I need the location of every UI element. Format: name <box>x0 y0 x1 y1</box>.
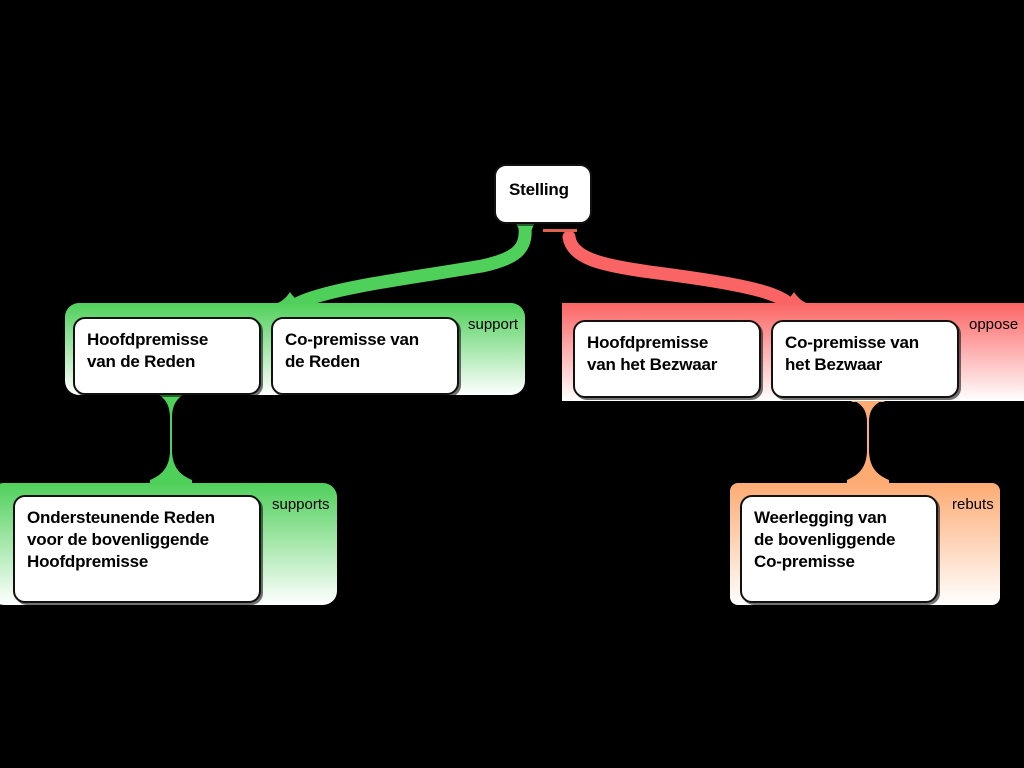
node-hoofdpremisse-bezwaar[interactable]: Hoofdpremisse van het Bezwaar <box>573 320 761 398</box>
connector-oppose-flare <box>776 292 812 304</box>
node-hoofdpremisse-bezwaar-label: Hoofdpremisse van het Bezwaar <box>587 333 718 374</box>
node-ondersteunende-reden[interactable]: Ondersteunende Reden voor de bovenliggen… <box>13 495 261 603</box>
connector-oppose-to-rebuts <box>847 401 889 487</box>
connector-stelling-to-oppose-body <box>562 230 801 319</box>
node-stelling[interactable]: Stelling <box>494 164 592 224</box>
node-ondersteunende-reden-label: Ondersteunende Reden voor de bovenliggen… <box>27 508 215 571</box>
node-stelling-label: Stelling <box>509 180 569 199</box>
node-weerlegging-co-premisse[interactable]: Weerlegging van de bovenliggende Co-prem… <box>740 495 938 603</box>
node-co-premisse-bezwaar[interactable]: Co-premisse van het Bezwaar <box>771 320 959 398</box>
node-hoofdpremisse-reden-label: Hoofdpremisse van de Reden <box>87 330 209 371</box>
connector-stelling-to-support-body <box>281 221 532 319</box>
group-label-support: support <box>468 316 519 333</box>
connector-support-flare <box>272 292 308 304</box>
connector-support-to-supports <box>150 394 192 487</box>
node-hoofdpremisse-reden[interactable]: Hoofdpremisse van de Reden <box>73 317 261 395</box>
node-co-premisse-bezwaar-label: Co-premisse van het Bezwaar <box>785 333 919 374</box>
group-label-rebuts: rebuts <box>952 496 994 513</box>
node-weerlegging-co-premisse-label: Weerlegging van de bovenliggende Co-prem… <box>754 508 896 571</box>
node-co-premisse-reden[interactable]: Co-premisse van de Reden <box>271 317 459 395</box>
group-label-supports: supports <box>272 496 330 513</box>
connector-stelling-red-stub <box>543 229 577 232</box>
connector-stelling-green-stub <box>515 222 535 236</box>
node-co-premisse-reden-label: Co-premisse van de Reden <box>285 330 419 371</box>
group-label-oppose: oppose <box>969 316 1019 333</box>
